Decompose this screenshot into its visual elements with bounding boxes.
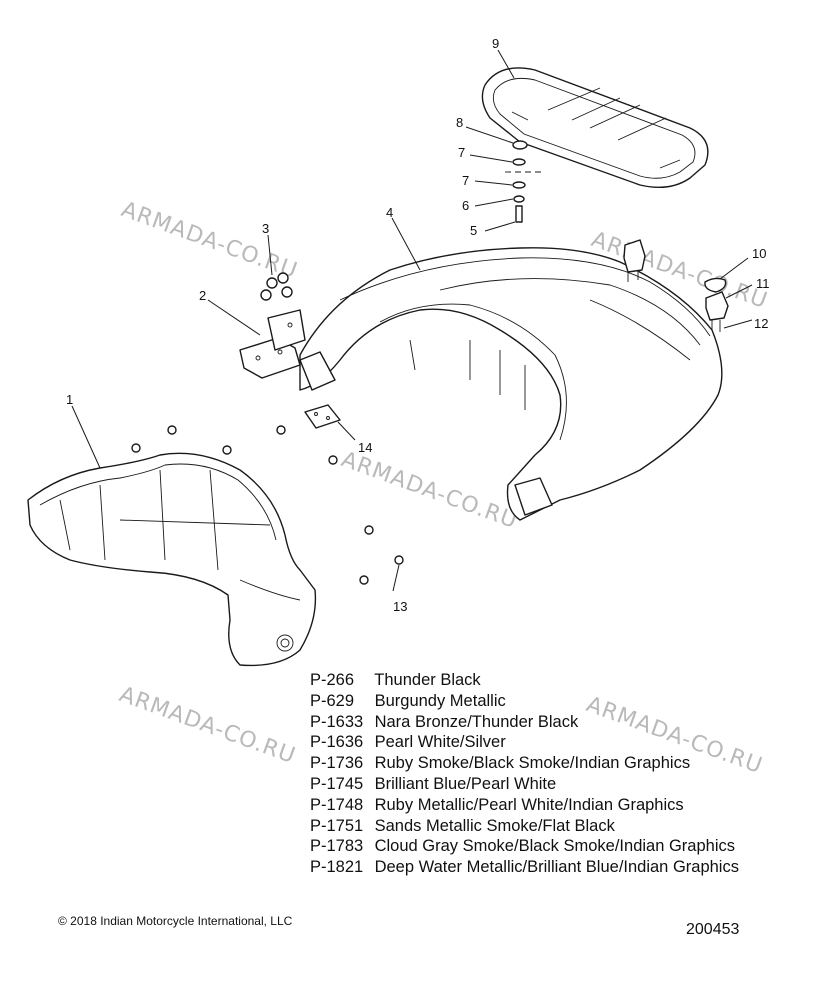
paint-color-code-list: P-266 Thunder Black P-629 Burgundy Metal… [310,670,739,878]
color-code: P-1745 [310,774,364,793]
callout-12: 12 [754,316,768,331]
grommet-icon [512,140,528,150]
color-name: Nara Bronze/Thunder Black [374,712,579,731]
color-name: Deep Water Metallic/Brilliant Blue/India… [374,858,739,877]
hinge-bracket-icon [705,291,729,321]
color-name: Cloud Gray Smoke/Black Smoke/Indian Grap… [374,837,735,856]
callout-9: 9 [492,36,499,51]
hardware-stack [505,140,545,223]
washer-icon [512,181,526,189]
color-code: P-629 [310,691,355,710]
color-name: Burgundy Metallic [374,691,506,710]
callout-10: 10 [752,246,766,261]
color-name: Thunder Black [374,671,481,689]
callout-8: 8 [456,115,463,130]
callout-5: 5 [470,223,477,238]
color-code-row: P-1748 Ruby Metallic/Pearl White/Indian … [310,795,739,816]
color-code: P-1633 [310,712,364,731]
color-code-row: P-1783 Cloud Gray Smoke/Black Smoke/Indi… [310,836,739,857]
hinge-hardware [623,239,729,332]
color-name: Pearl White/Silver [374,733,506,752]
color-code-row: P-1745 Brilliant Blue/Pearl White [310,774,739,795]
washer-icon [512,158,526,166]
copyright-notice: © 2018 Indian Motorcycle International, … [58,914,293,928]
backrest-pad-icon [27,452,317,667]
luggage-rack-icon [481,67,709,188]
callout-13: 13 [393,599,407,614]
spacer-icon [513,195,525,203]
color-code-row: P-1736 Ruby Smoke/Black Smoke/Indian Gra… [310,753,739,774]
hinge-bracket-icon [623,239,646,273]
nut-icon [260,272,293,301]
color-name: Sands Metallic Smoke/Flat Black [374,816,615,835]
color-code-row: P-266 Thunder Black [310,670,739,691]
color-name: Ruby Metallic/Pearl White/Indian Graphic… [374,795,684,814]
color-code: P-1751 [310,816,364,835]
color-code-row: P-1633 Nara Bronze/Thunder Black [310,712,739,733]
callout-4: 4 [386,205,393,220]
callout-14: 14 [358,440,372,455]
callout-1: 1 [66,392,73,407]
color-code: P-1821 [310,858,364,877]
screw-icon [627,270,721,332]
callout-2: 2 [199,288,206,303]
color-code: P-1783 [310,837,364,856]
watermark: ARMADA-CO.RU [338,447,521,534]
mounting-bracket-icon [239,309,306,379]
bolt-icon [515,205,523,223]
color-name: Brilliant Blue/Pearl White [374,774,557,793]
color-code-row: P-1821 Deep Water Metallic/Brilliant Blu… [310,857,739,878]
leader-lines [71,49,753,592]
callouts: 1 2 3 4 5 6 7 7 8 9 10 11 12 13 14 [66,36,770,614]
gasket-icon [704,277,727,293]
callout-7a: 7 [462,173,469,188]
watermark: ARMADA-CO.RU [116,682,299,769]
callout-6: 6 [462,198,469,213]
callout-3: 3 [262,221,269,236]
hinge-plate-icon [304,404,341,429]
drawing-number: 200453 [686,921,740,938]
callout-7b: 7 [458,145,465,160]
trunk-lid-icon [299,247,723,521]
color-code: P-1636 [310,733,364,752]
color-code: P-1748 [310,795,364,814]
callout-11: 11 [756,276,770,291]
color-code-row: P-1751 Sands Metallic Smoke/Flat Black [310,816,739,837]
color-code-row: P-629 Burgundy Metallic [310,691,739,712]
push-fastener-icon [131,425,404,585]
color-name: Ruby Smoke/Black Smoke/Indian Graphics [374,754,691,773]
color-code-row: P-1636 Pearl White/Silver [310,732,739,753]
color-code: P-266 [310,671,355,689]
watermark: ARMADA-CO.RU [118,197,301,284]
color-code: P-1736 [310,754,364,773]
